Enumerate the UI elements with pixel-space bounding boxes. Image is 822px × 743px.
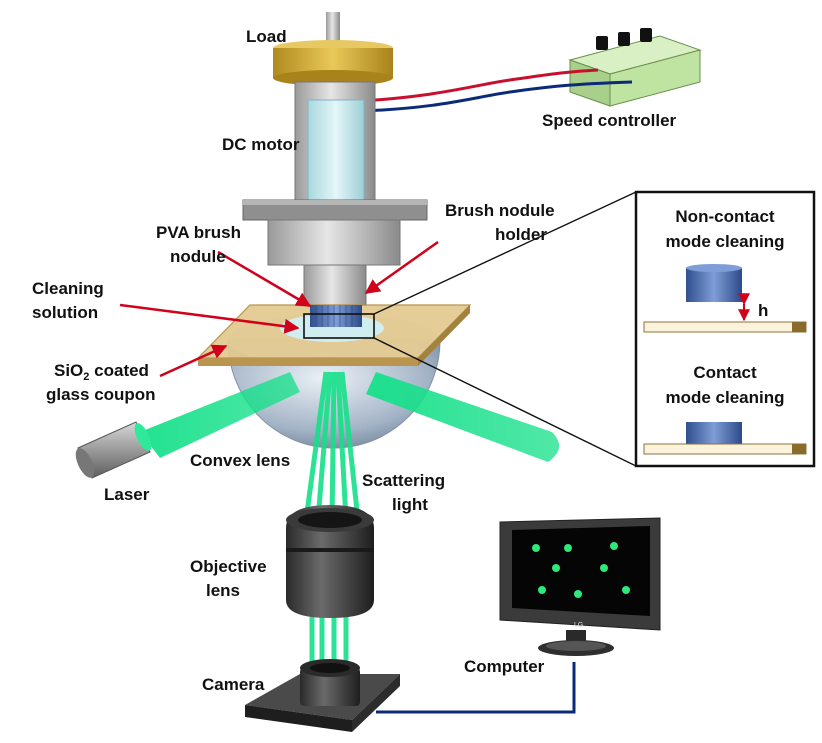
holder-body bbox=[267, 219, 401, 266]
label-pva-1: PVA brush bbox=[156, 223, 241, 242]
label-scattering-1: Scattering bbox=[362, 471, 445, 490]
label-speed-controller: Speed controller bbox=[542, 111, 677, 130]
label-objective-2: lens bbox=[206, 581, 240, 600]
speed-controller bbox=[568, 28, 702, 107]
arrow-sio2-coupon bbox=[159, 344, 228, 378]
blue-wire bbox=[361, 80, 633, 113]
inset-noncontact-line2: mode cleaning bbox=[665, 232, 784, 251]
particle-dots bbox=[532, 542, 630, 598]
label-load: Load bbox=[246, 27, 287, 46]
camera bbox=[245, 659, 400, 732]
pva-brush-nodule bbox=[310, 305, 362, 327]
label-computer: Computer bbox=[464, 657, 545, 676]
label-sio2-post: coated bbox=[89, 361, 149, 380]
arrow-pva-brush bbox=[217, 250, 312, 308]
label-camera: Camera bbox=[202, 675, 265, 694]
label-sio2-pre: SiO bbox=[54, 361, 83, 380]
laser-device bbox=[75, 421, 152, 479]
inset-noncontact-brush bbox=[686, 268, 742, 302]
red-wire bbox=[361, 68, 599, 103]
inset-contact-coupon bbox=[643, 443, 807, 455]
label-brush-holder-2: holder bbox=[495, 225, 547, 244]
label-scattering-2: light bbox=[392, 495, 428, 514]
inset-contact-line2: mode cleaning bbox=[665, 388, 784, 407]
computer-monitor: LG bbox=[499, 517, 661, 656]
label-objective-1: Objective bbox=[190, 557, 267, 576]
label-cleaning-2: solution bbox=[32, 303, 98, 322]
laser-beam-right bbox=[366, 372, 560, 462]
label-convex-lens: Convex lens bbox=[190, 451, 290, 470]
data-cable bbox=[376, 662, 576, 714]
monitor-brand: LG bbox=[574, 622, 583, 629]
label-dc-motor: DC motor bbox=[222, 135, 300, 154]
label-sio2: SiO2 coated bbox=[54, 361, 149, 383]
arrow-cleaning-solution bbox=[119, 303, 300, 334]
scattering-light bbox=[303, 371, 361, 668]
label-brush-holder-1: Brush nodule bbox=[445, 201, 555, 220]
label-sio2-sub: 2 bbox=[83, 371, 89, 383]
inset-connector-bottom bbox=[373, 337, 637, 467]
label-laser: Laser bbox=[104, 485, 150, 504]
inset-contact-line1: Contact bbox=[693, 363, 757, 382]
label-cleaning-1: Cleaning bbox=[32, 279, 104, 298]
inset-noncontact-coupon bbox=[643, 321, 807, 333]
brush-nodule-holder bbox=[303, 264, 367, 306]
zoom-box bbox=[303, 313, 375, 339]
laser-beam-left bbox=[140, 372, 300, 458]
label-pva-2: nodule bbox=[170, 247, 226, 266]
inset-contact-brush bbox=[686, 422, 742, 444]
arrow-brush-holder bbox=[364, 240, 439, 295]
dc-motor-core bbox=[307, 99, 365, 201]
objective-lens bbox=[286, 505, 374, 618]
inset-connector-top bbox=[373, 191, 637, 315]
inset-noncontact-line1: Non-contact bbox=[675, 207, 775, 226]
label-sio2-2: glass coupon bbox=[46, 385, 156, 404]
gap-label: h bbox=[758, 301, 768, 320]
